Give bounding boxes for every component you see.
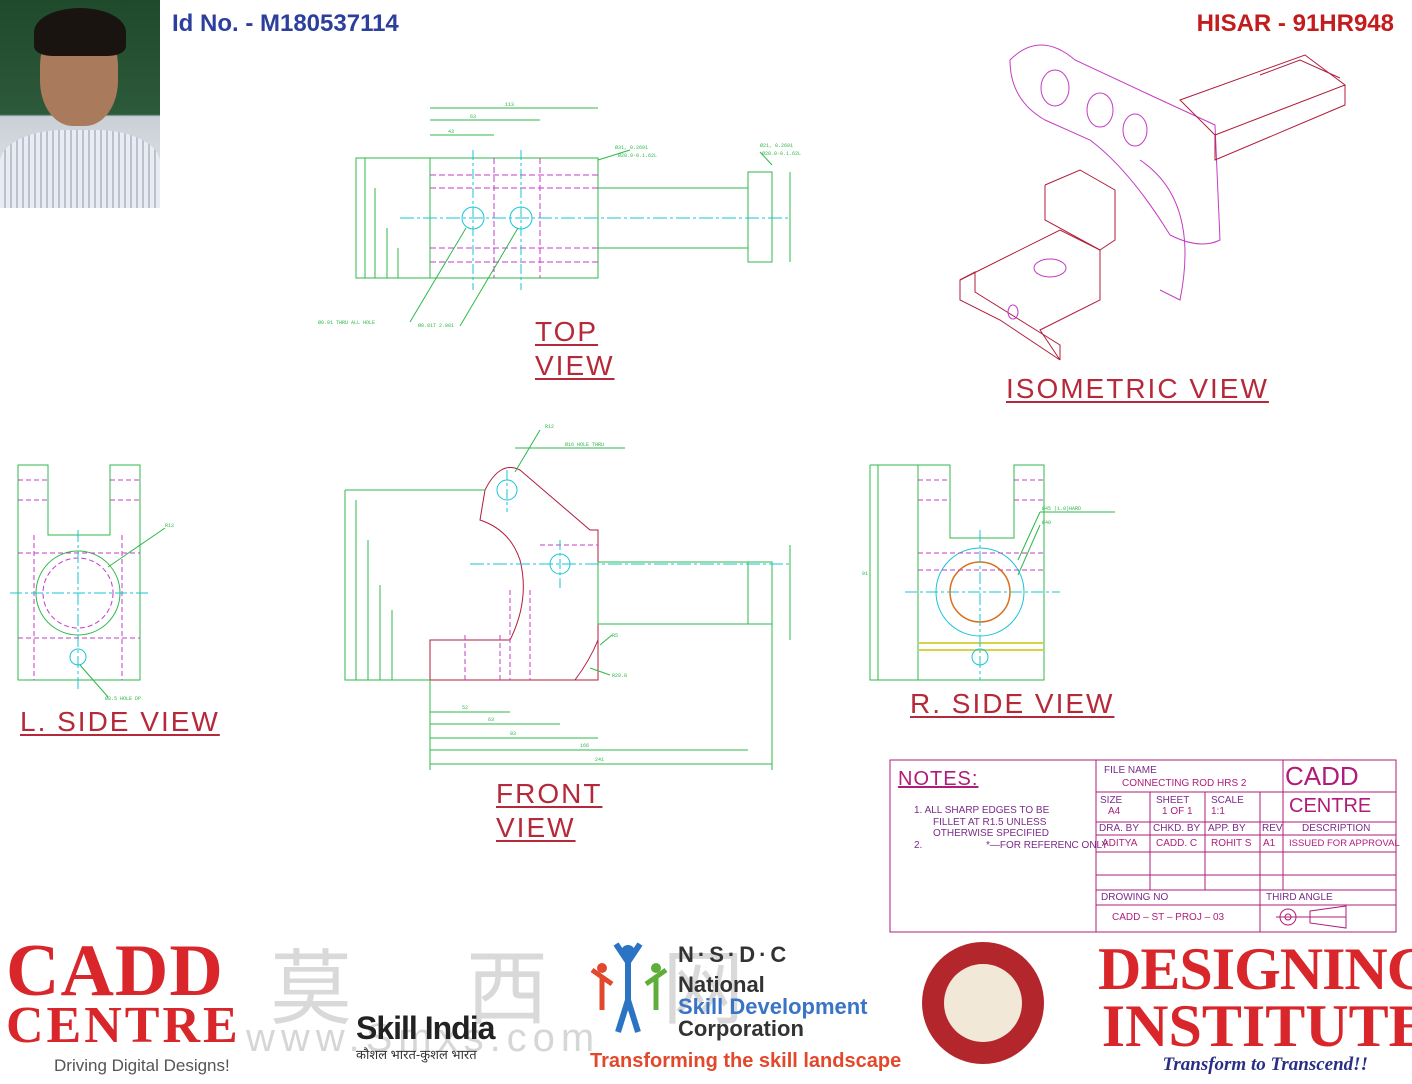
front-view-label-1: FRONT	[496, 778, 603, 809]
designing-logo-line-1: DESIGNING	[1098, 936, 1412, 1002]
size-value: A4	[1108, 806, 1121, 817]
svg-text:Ø0.01T 2.001: Ø0.01T 2.001	[418, 322, 454, 329]
engineering-drawing: 113 63 43 Ø31, 0.2691 Ø20.0-0.1.62L Ø21,…	[10, 44, 1397, 933]
top-view-drawing: 113 63 43 Ø31, 0.2691 Ø20.0-0.1.62L Ø21,…	[318, 102, 801, 329]
skill-india-title: Skill India	[356, 1010, 495, 1046]
scale-value: 1:1	[1211, 806, 1225, 817]
svg-text:Ø20.0-0.1.62L: Ø20.0-0.1.62L	[618, 152, 657, 159]
svg-text:241: 241	[595, 757, 604, 763]
right-side-view-label: R. SIDE VIEW	[910, 688, 1115, 719]
svg-text:R12: R12	[165, 523, 174, 529]
left-side-view-label: L. SIDE VIEW	[20, 706, 220, 737]
center-code: HISAR - 91HR948	[1196, 10, 1394, 37]
projection-label: THIRD ANGLE	[1266, 892, 1333, 903]
svg-text:83: 83	[510, 731, 516, 737]
isometric-view-label: ISOMETRIC VIEW	[1006, 373, 1269, 404]
right-side-view-drawing: Ø45 (1.0)HARD Ø40 91	[862, 464, 1115, 681]
title-block-frame	[889, 759, 1397, 933]
msme-seal	[922, 942, 1044, 1064]
svg-text:R20.8: R20.8	[612, 673, 627, 679]
svg-text:113: 113	[505, 102, 514, 108]
file-name-value: CONNECTING ROD HRS 2	[1122, 778, 1247, 789]
approved-by-value: ROHIT S	[1211, 838, 1252, 849]
nsdc-name-line-3: Corporation	[678, 1016, 804, 1041]
skill-india-subtitle: कौशल भारत-कुशल भारत	[356, 1047, 477, 1062]
note-2-number: 2.	[914, 840, 923, 851]
cadd-logo-line-1: CADD	[6, 930, 224, 1012]
sheet-value: 1 OF 1	[1162, 806, 1193, 817]
svg-text:43: 43	[448, 129, 454, 135]
top-view-label-1: TOP	[535, 316, 599, 347]
front-view-drawing: R12 Ø16 HOLE THRU 52 63 83 166 241 R5 R2…	[344, 424, 791, 770]
left-side-view-drawing: R12 Ø8.5 HOLE DP	[10, 464, 174, 702]
cadd-tagline: Driving Digital Designs!	[54, 1056, 230, 1075]
approved-by-label: APP. BY	[1208, 823, 1246, 834]
svg-text:91: 91	[862, 571, 868, 577]
description-value: ISSUED FOR APPROVAL	[1289, 838, 1400, 849]
svg-text:Ø0.01 THRU ALL HOLE: Ø0.01 THRU ALL HOLE	[318, 319, 375, 326]
sheet-label: SHEET	[1156, 795, 1190, 806]
nsdc-tagline: Transforming the skill landscape	[590, 1050, 902, 1072]
checked-by-label: CHKD. BY	[1153, 823, 1201, 834]
company-name-2: CENTRE	[1289, 795, 1372, 817]
nsdc-abbreviation: N·S·D·C	[678, 942, 791, 967]
description-label: DESCRIPTION	[1302, 823, 1371, 834]
skill-india-logo: Skill India कौशल भारत-कुशल भारत	[356, 940, 495, 1063]
svg-text:Ø45 (1.0)HARD: Ø45 (1.0)HARD	[1042, 505, 1081, 512]
notes-title: NOTES:	[898, 768, 979, 790]
nsdc-figures-icon	[590, 942, 668, 1033]
drawing-number-label: DROWING NO	[1101, 892, 1169, 903]
checked-by-value: CADD. C	[1156, 838, 1198, 849]
svg-text:52: 52	[462, 705, 468, 711]
size-label: SIZE	[1100, 795, 1123, 806]
isometric-view-drawing	[959, 44, 1347, 361]
revision-value: A1	[1263, 838, 1276, 849]
designing-logo-line-2: INSTITUTE	[1101, 993, 1412, 1059]
scale-label: SCALE	[1211, 795, 1244, 806]
designing-institute-logo: DESIGNING INSTITUTE Transform to Transce…	[1098, 936, 1412, 1076]
svg-text:63: 63	[488, 717, 494, 723]
nsdc-name-line-1: National	[678, 972, 765, 997]
student-photo	[0, 0, 160, 208]
company-name-1: CADD	[1285, 761, 1359, 791]
front-view-label-2: VIEW	[496, 812, 576, 843]
svg-text:Ø8.5 HOLE DP: Ø8.5 HOLE DP	[105, 695, 141, 702]
svg-text:Ø16 HOLE THRU: Ø16 HOLE THRU	[565, 441, 604, 448]
note-1-line-3: OTHERWISE SPECIFIED	[933, 828, 1049, 839]
note-1-line-1: 1. ALL SHARP EDGES TO BE	[914, 805, 1050, 816]
svg-text:R5: R5	[612, 633, 618, 639]
svg-text:Ø20.0-0.1.62L: Ø20.0-0.1.62L	[762, 150, 801, 157]
id-number: Id No. - M180537114	[172, 10, 399, 37]
top-view-label-2: VIEW	[535, 350, 615, 381]
note-2-text: *—FOR REFERENC ONLY	[986, 840, 1109, 851]
drawn-by-label: DRA. BY	[1099, 823, 1140, 834]
drawing-number-value: CADD – ST – PROJ – 03	[1112, 912, 1225, 923]
svg-text:63: 63	[470, 114, 476, 120]
svg-text:R12: R12	[545, 424, 554, 430]
svg-text:Ø31, 0.2691: Ø31, 0.2691	[615, 144, 648, 151]
file-name-label: FILE NAME	[1104, 765, 1157, 776]
svg-text:Ø40: Ø40	[1042, 519, 1051, 526]
nsdc-name-line-2: Skill Development	[678, 994, 868, 1019]
designing-tagline: Transform to Transcend!!	[1162, 1054, 1368, 1075]
drawn-by-value: ADITYA	[1102, 838, 1138, 849]
svg-text:Ø21, 0.2691: Ø21, 0.2691	[760, 142, 793, 149]
emblem-icon	[944, 964, 1022, 1042]
watermark: 莫 西 网	[270, 942, 789, 1037]
watermark-url: www.Smxs.com	[246, 1016, 601, 1060]
cadd-logo-line-2: CENTRE	[6, 997, 241, 1054]
svg-text:166: 166	[580, 743, 589, 749]
note-1-line-2: FILLET AT R1.5 UNLESS	[933, 817, 1047, 828]
revision-label: REV	[1262, 823, 1283, 834]
cadd-centre-logo: CADD CENTRE Driving Digital Designs!	[6, 930, 241, 1076]
